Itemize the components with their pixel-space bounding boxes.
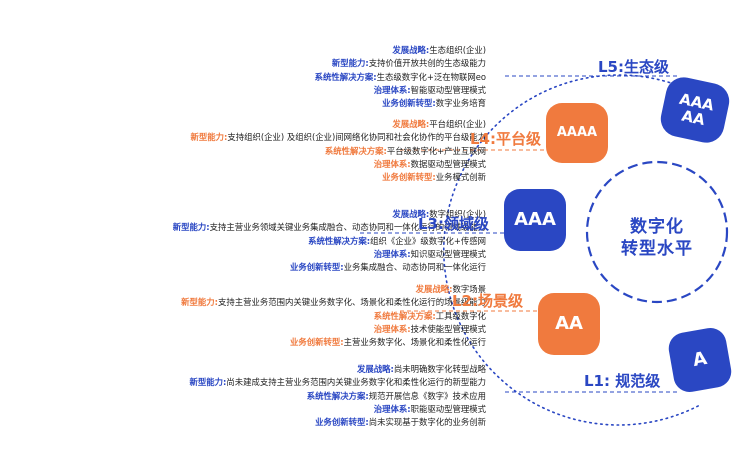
row: 新型能力:支持价值开放共创的生态级能力 (331, 58, 486, 69)
row: 发展战略:生态组织(企业) (392, 45, 486, 55)
level-3-label: L3:领域级 (418, 215, 489, 233)
level-3-badge: AAA (504, 189, 566, 251)
level-4-badge: AAAA (546, 103, 608, 163)
row: 治理体系:知识驱动型管理模式 (373, 248, 486, 259)
inner-dashed-ring (585, 160, 729, 304)
outer-dotted-arc (442, 74, 701, 426)
row: 治理体系:技术使能型管理模式 (373, 323, 486, 334)
row: 系统性解决方案:规范开展信息《数字》技术应用 (306, 390, 486, 401)
row: 治理体系:职能驱动型管理模式 (373, 403, 486, 414)
row: 业务创新转型:业务集成融合、动态协同和一体化运行 (290, 262, 486, 273)
level-4-label: L4:平台级 (470, 130, 541, 148)
row: 系统性解决方案:平台级数字化+产业互联网 (324, 145, 486, 156)
row: 发展战略:尚未明确数字化转型战略 (357, 364, 486, 374)
row: 业务创新转型:数字业务培育 (382, 98, 486, 109)
level-5-details: 发展战略:生态组织(企业) 新型能力:支持价值开放共创的生态级能力 系统性解决方… (315, 44, 486, 110)
row: 新型能力:支持组织(企业) 及组织(企业)间网络化协同和社会化协作的平台级能力 (190, 132, 486, 143)
row: 发展战略:数字场景 (415, 284, 486, 294)
row: 新型能力:支持主营业务范围内关键业务数字化、场景化和柔性化运行的场景级能力 (181, 297, 486, 308)
level-2-details: 发展战略:数字场景 新型能力:支持主营业务范围内关键业务数字化、场景化和柔性化运… (181, 283, 486, 349)
row: 系统性解决方案:组织《企业》级数字化+传感网 (308, 235, 486, 246)
row: 系统性解决方案:工具级数字化 (373, 310, 486, 321)
row: 治理体系:智能驱动型管理模式 (373, 84, 486, 95)
level-5-label: L5:生态级 (598, 58, 669, 76)
row: 新型能力:尚未建成支持主营业务范围内关键业务数字化和柔性化运行的新型能力 (189, 377, 486, 388)
level-4-details: 发展战略:平台组织(企业) 新型能力:支持组织(企业) 及组织(企业)间网络化协… (191, 118, 486, 184)
center-title: 数字化 转型水平 (621, 217, 693, 259)
row: 新型能力:支持主营业务领域关键业务集成融合、动态协同和一体化运行的领域级能力 (172, 222, 486, 233)
inner-disk (593, 168, 721, 296)
row: 业务创新转型:主营业务数字化、场景化和柔性化运行 (290, 337, 486, 348)
row: 业务创新转型:业务模式创新 (382, 172, 486, 183)
row: 发展战略:数字组织(企业) (392, 209, 486, 219)
row: 系统性解决方案:生态级数字化+泛在物联网eo (314, 71, 486, 82)
level-1-label: L1: 规范级 (584, 372, 661, 390)
row: 发展战略:平台组织(企业) (392, 119, 486, 129)
row: 治理体系:数据驱动型管理模式 (373, 158, 486, 169)
level-1-badge: A (666, 325, 734, 395)
level-2-label: L2:场景级 (452, 292, 523, 310)
level-3-details: 发展战略:数字组织(企业) 新型能力:支持主营业务领域关键业务集成融合、动态协同… (173, 208, 486, 274)
level-1-details: 发展战略:尚未明确数字化转型战略 新型能力:尚未建成支持主营业务范围内关键业务数… (190, 363, 486, 429)
level-2-badge: AA (538, 293, 600, 355)
row: 业务创新转型:尚未实现基于数字化的业务创新 (315, 417, 486, 428)
